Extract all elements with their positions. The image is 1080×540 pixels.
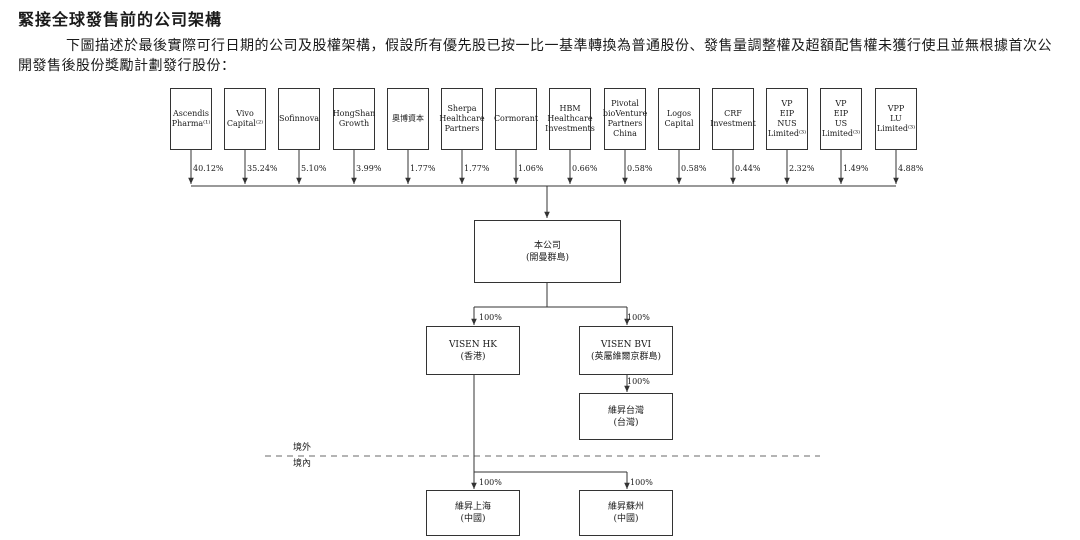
shareholder-box: Logos Capital	[658, 88, 700, 150]
shareholder-name: Cormorant	[493, 114, 539, 123]
visen-bvi-pct: 100%	[627, 313, 650, 322]
visen-taiwan-box: 維昇台灣 (台灣)	[579, 393, 673, 440]
visen-shanghai-pct: 100%	[479, 478, 502, 487]
shareholder-pct: 0.66%	[572, 164, 598, 173]
shareholder-name: VP EIP US Limited⁽³⁾	[821, 99, 861, 138]
shareholder-box: VP EIP NUS Limited⁽³⁾	[766, 88, 808, 150]
shareholder-pct: 1.77%	[464, 164, 490, 173]
shareholder-pct: 1.49%	[843, 164, 869, 173]
shareholder-box: CRF Investment	[710, 88, 756, 150]
visen-suzhou-box: 維昇蘇州 (中國)	[579, 490, 673, 536]
shareholder-name: Sherpa Healthcare Partners	[439, 104, 485, 133]
visen-hk-pct: 100%	[479, 313, 502, 322]
shareholder-pct: 3.99%	[356, 164, 382, 173]
shareholder-box: Sofinnova	[278, 88, 320, 150]
shareholder-name: Sofinnova	[278, 114, 320, 123]
page-heading: 緊接全球發售前的公司架構	[18, 10, 223, 29]
company-box: 本公司 (開曼群島)	[474, 220, 621, 283]
shareholder-pct: 0.44%	[735, 164, 761, 173]
shareholder-box: HBM Healthcare Investments	[545, 88, 595, 150]
shareholder-name: VP EIP NUS Limited⁽³⁾	[767, 99, 807, 138]
shareholder-name: Pivotal bioVenture Partners China	[602, 99, 648, 138]
visen-suzhou-pct: 100%	[630, 478, 653, 487]
shareholder-box: Ascendis Pharma⁽¹⁾	[170, 88, 212, 150]
shareholder-pct: 35.24%	[247, 164, 278, 173]
offshore-label: 境外	[293, 443, 312, 453]
shareholder-pct: 1.06%	[518, 164, 544, 173]
shareholder-name: HBM Healthcare Investments	[545, 104, 595, 133]
onshore-label: 境內	[293, 459, 312, 469]
shareholder-name: Ascendis Pharma⁽¹⁾	[171, 109, 211, 128]
shareholder-pct: 40.12%	[193, 164, 224, 173]
visen-hk-label: VISEN HK (香港)	[448, 339, 498, 362]
visen-suzhou-label: 維昇蘇州 (中國)	[607, 502, 644, 524]
shareholder-box: Vivo Capital⁽²⁾	[224, 88, 266, 150]
shareholder-pct: 4.88%	[898, 164, 924, 173]
shareholder-name: Vivo Capital⁽²⁾	[226, 109, 264, 128]
shareholder-pct: 2.32%	[789, 164, 815, 173]
shareholder-pct: 0.58%	[681, 164, 707, 173]
company-label: 本公司 (開曼群島)	[525, 240, 570, 263]
shareholder-connectors	[188, 150, 899, 187]
shareholder-name: HongShan Growth	[332, 109, 376, 128]
visen-bvi-label: VISEN BVI (英屬維爾京群島)	[590, 339, 662, 362]
shareholder-name: VPP LU Limited⁽³⁾	[876, 104, 916, 133]
visen-taiwan-label: 維昇台灣 (台灣)	[607, 405, 644, 428]
shareholder-box: Pivotal bioVenture Partners China	[602, 88, 648, 150]
shareholder-pct: 0.58%	[627, 164, 653, 173]
shareholder-name: CRF Investment	[710, 109, 756, 128]
shareholder-box: Sherpa Healthcare Partners	[439, 88, 485, 150]
visen-bvi-box: VISEN BVI (英屬維爾京群島)	[579, 326, 673, 375]
structure-description: 下圖描述於最後實際可行日期的公司及股權架構，假設所有優先股已按一比一基準轉換為普…	[18, 38, 1052, 74]
shareholder-name: 奧博資本	[392, 114, 424, 123]
shareholder-box: 奧博資本	[387, 88, 429, 150]
shareholder-box: VP EIP US Limited⁽³⁾	[820, 88, 862, 150]
shareholder-name: Logos Capital	[664, 109, 694, 128]
visen-taiwan-pct: 100%	[627, 377, 650, 386]
shareholder-box: VPP LU Limited⁽³⁾	[875, 88, 917, 150]
shareholder-box: Cormorant	[493, 88, 539, 150]
shareholder-box: HongShan Growth	[333, 88, 375, 150]
shareholder-pct: 5.10%	[301, 164, 327, 173]
visen-shanghai-label: 維昇上海 (中國)	[454, 502, 491, 524]
visen-hk-box: VISEN HK (香港)	[426, 326, 520, 375]
visen-shanghai-box: 維昇上海 (中國)	[426, 490, 520, 536]
shareholder-pct: 1.77%	[410, 164, 436, 173]
